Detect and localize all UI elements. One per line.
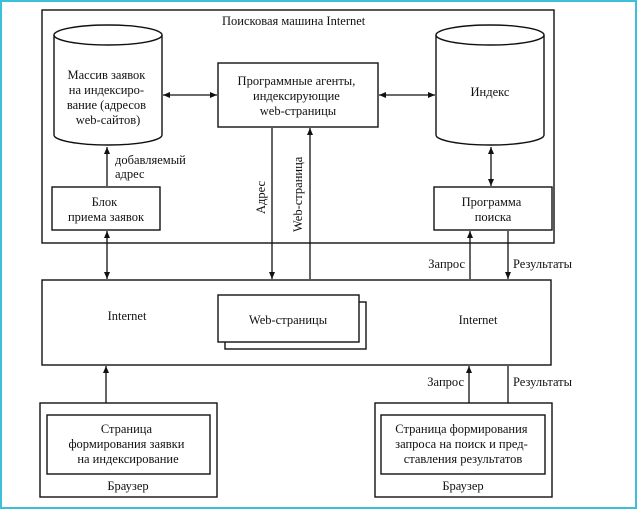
query-top-label: Запрос — [428, 257, 465, 271]
left-request-page-box — [46, 414, 211, 475]
left-browser-label: Браузер — [107, 479, 148, 493]
added-address-label: добавляемый адрес — [115, 153, 189, 181]
search-program-box — [433, 186, 553, 231]
results-top-label: Результаты — [513, 257, 573, 271]
index-cylinder — [435, 24, 545, 146]
request-block-box — [51, 186, 161, 231]
internet-right-label: Internet — [459, 313, 498, 327]
index-label: Индекс — [471, 85, 510, 99]
request-array-label: Массив заявок на индексиро- вание (адрес… — [67, 68, 149, 127]
web-pages-front-sheet — [217, 294, 360, 343]
right-search-page-label: Страница формирования запроса на поиск и… — [395, 422, 531, 466]
results-bottom-label: Результаты — [513, 375, 573, 389]
request-block-label: Блок приема заявок — [68, 195, 145, 224]
search-engine-title: Поисковая машина Internet — [222, 14, 366, 28]
request-array-cylinder — [53, 24, 163, 146]
left-request-page-label: Страница формирования заявки на индексир… — [68, 422, 187, 466]
webpage-label: Web-страница — [291, 156, 305, 232]
query-bottom-label: Запрос — [427, 375, 464, 389]
right-browser-label: Браузер — [442, 479, 483, 493]
address-label: Адрес — [254, 181, 268, 214]
agents-label: Программные агенты, индексирующие web-ст… — [238, 74, 359, 118]
right-search-page-box — [380, 414, 546, 475]
web-pages-label: Web-страницы — [249, 313, 328, 327]
search-program-label: Программа поиска — [462, 195, 525, 224]
agents-box — [217, 62, 379, 128]
internet-left-label: Internet — [108, 309, 147, 323]
